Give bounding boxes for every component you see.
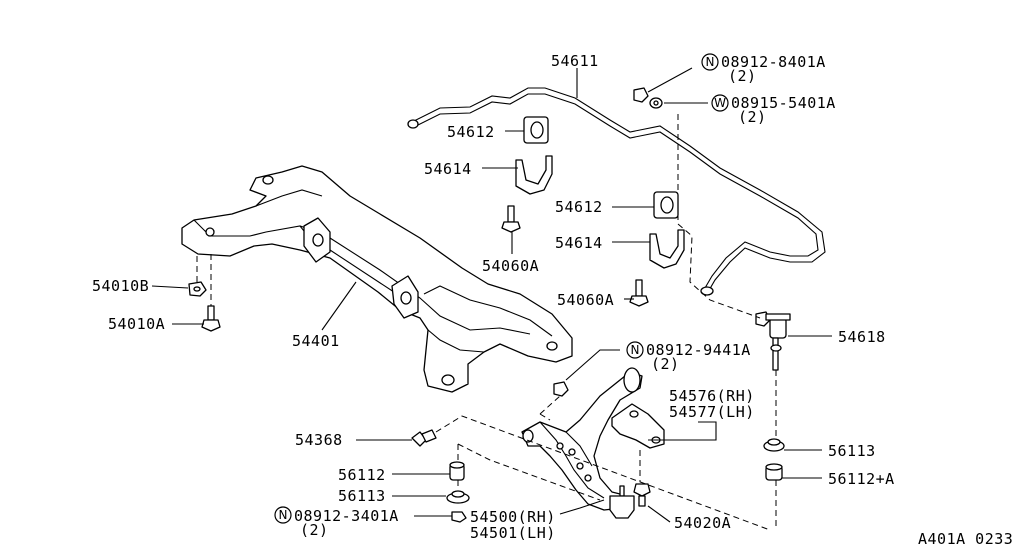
nut-08912-9441a	[553, 381, 569, 397]
svg-text:N: N	[279, 508, 288, 522]
diagram-reference-code: A401A 0233	[918, 530, 1013, 548]
label-54612-lower: 54612	[555, 198, 603, 216]
label-54368: 54368	[295, 431, 343, 449]
label-54614-lower: 54614	[555, 234, 603, 252]
label-54060a-upper: 54060A	[482, 257, 539, 275]
label-56112: 56112	[338, 466, 386, 484]
label-08912-3401a: 08912-3401A	[294, 507, 399, 525]
label-54060a-lower: 54060A	[557, 291, 614, 309]
stabilizer-bar	[407, 87, 826, 296]
stabilizer-link-54618	[755, 311, 791, 371]
bracket-54614-upper	[515, 155, 553, 195]
label-54500-rh: 54500(RH)	[470, 508, 556, 526]
label-54501-lh: 54501(LH)	[470, 524, 556, 542]
svg-text:W: W	[714, 96, 726, 110]
label-08912-3401a-qty: (2)	[300, 521, 329, 539]
leader-lines	[151, 67, 832, 523]
bolt-54010a	[201, 305, 221, 332]
nut-54010b	[188, 281, 207, 297]
label-54576-rh: 54576(RH)	[669, 387, 755, 405]
ball-joint	[609, 485, 635, 519]
label-56113-right: 56113	[828, 442, 876, 460]
nut-08912-3401a	[451, 511, 467, 523]
crossmember-54401	[181, 165, 573, 393]
label-08912-9441a: 08912-9441A	[646, 341, 751, 359]
label-08915-5401a-qty: (2)	[738, 108, 767, 126]
washer-08915-5401a	[649, 97, 663, 109]
bolt-54020a	[633, 483, 651, 507]
label-08912-8401a: 08912-8401A	[721, 53, 826, 71]
label-08912-9441a-qty: (2)	[651, 355, 680, 373]
nut-symbol-2: N	[626, 341, 644, 359]
label-54401: 54401	[292, 332, 340, 350]
nut-08912-8401a	[633, 87, 649, 103]
label-54020a: 54020A	[674, 514, 731, 532]
bushing-54612-lower	[653, 191, 679, 219]
label-54010b: 54010B	[92, 277, 149, 295]
bushing-54612-upper	[523, 116, 549, 144]
nut-symbol-1: N	[701, 53, 719, 71]
collar-56112	[449, 461, 465, 481]
part-labels: 54611 54612 54614 54612 54614 54060A 540…	[92, 52, 1013, 548]
bracket-54614-lower	[649, 229, 685, 269]
washer-symbol: W	[711, 94, 729, 112]
label-54618: 54618	[838, 328, 886, 346]
label-56113-left: 56113	[338, 487, 386, 505]
bolt-54060a-lower	[629, 279, 649, 307]
lower-arm-54500	[521, 367, 643, 511]
label-54614-upper: 54614	[424, 160, 472, 178]
bushing-56113-left	[446, 490, 470, 504]
bushing-56113-right	[763, 438, 785, 452]
bolt-54368	[411, 429, 437, 447]
label-54612-upper: 54612	[447, 123, 495, 141]
label-08915-5401a: 08915-5401A	[731, 94, 836, 112]
svg-text:N: N	[631, 343, 640, 357]
label-08912-8401a-qty: (2)	[728, 67, 757, 85]
collar-56112-plus-a	[765, 463, 783, 481]
assembly-dashed-lines	[196, 114, 777, 531]
bolt-54060a-upper	[501, 205, 521, 233]
label-54577-lh: 54577(LH)	[669, 403, 755, 421]
label-54010a: 54010A	[108, 315, 165, 333]
bracket-54576-54577	[611, 403, 665, 449]
label-56112-plus-a: 56112+A	[828, 470, 895, 488]
nut-symbol-3: N	[274, 506, 292, 524]
svg-text:N: N	[706, 55, 715, 69]
label-54611: 54611	[551, 52, 599, 70]
